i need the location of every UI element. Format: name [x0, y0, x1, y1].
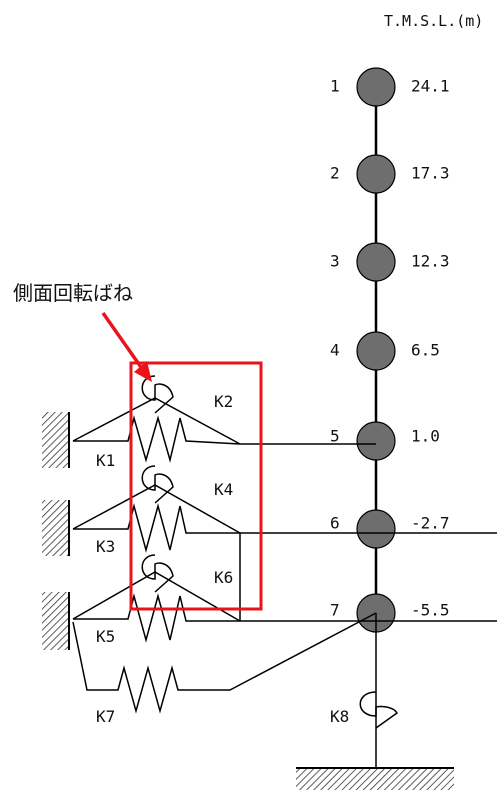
spring-k7 — [72, 612, 377, 714]
node-number: 6 — [330, 514, 340, 533]
spring-label-k6: K6 — [214, 568, 233, 587]
node-1: 1 24.1 — [330, 67, 450, 107]
unit-header: T.M.S.L.(m) — [384, 12, 483, 30]
node-elevation: 24.1 — [411, 77, 450, 96]
spring-label-k5: K5 — [96, 627, 115, 646]
rotation-spring-k4-symbol — [141, 465, 174, 504]
node-elevation: -5.5 — [411, 601, 450, 620]
spring-label-k1: K1 — [96, 451, 115, 470]
arrow-head — [134, 361, 152, 382]
mass-point — [356, 331, 396, 371]
spring-set-1 — [72, 375, 241, 463]
mass-point — [356, 67, 396, 107]
rotation-spring-k2-symbol — [141, 375, 174, 414]
mass-point — [356, 154, 396, 194]
annotation-arrow — [101, 311, 145, 372]
spring-k5-zigzag — [73, 593, 240, 643]
node-number: 2 — [330, 164, 340, 183]
rotation-spring-k8-symbol — [359, 691, 398, 729]
node-number: 4 — [330, 341, 340, 360]
spring-label-k8: K8 — [330, 707, 349, 726]
spring-label-k4: K4 — [214, 480, 233, 499]
node-elevation: 6.5 — [411, 341, 440, 360]
rotation-spring-k6-symbol — [141, 554, 174, 593]
mass-point — [356, 242, 396, 282]
spring-label-k3: K3 — [96, 537, 115, 556]
node-elevation: 12.3 — [411, 252, 450, 271]
spring-k7-lines — [72, 612, 377, 714]
spring-label-k2: K2 — [214, 392, 233, 411]
node-elevation: 17.3 — [411, 164, 450, 183]
node-6: 6 -2.7 — [330, 509, 450, 549]
annotation-label: 側面回転ばね — [13, 281, 133, 305]
mass-point — [356, 421, 396, 461]
node-elevation: -2.7 — [411, 514, 450, 533]
mass-point — [356, 509, 396, 549]
left-wall-2 — [42, 500, 69, 556]
base-ground — [296, 768, 454, 790]
left-wall-1 — [42, 412, 69, 468]
node-elevation: 1.0 — [411, 427, 440, 446]
spring-set-3 — [72, 554, 241, 643]
node-2: 2 17.3 — [330, 154, 450, 194]
left-wall-3 — [42, 592, 69, 650]
node-number: 5 — [330, 427, 340, 446]
node-4: 4 6.5 — [330, 331, 440, 371]
node-number: 7 — [330, 601, 340, 620]
node-number: 1 — [330, 77, 340, 96]
node-number: 3 — [330, 252, 340, 271]
node-7: 7 -5.5 — [330, 593, 450, 633]
node-3: 3 12.3 — [330, 242, 450, 282]
node-5: 5 1.0 — [330, 421, 440, 461]
highlight-box — [129, 361, 263, 611]
spring-label-k7: K7 — [96, 707, 115, 726]
